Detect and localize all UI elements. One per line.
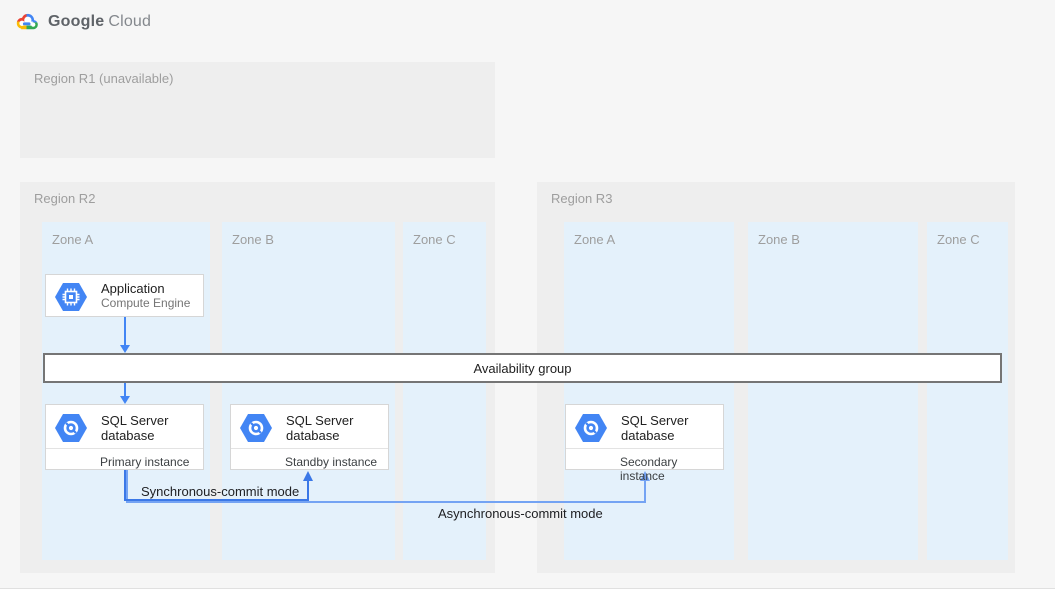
zone-label: Zone B [758, 232, 800, 247]
sql-server-icon [240, 414, 272, 442]
region-r3-zone-c: Zone C [927, 222, 1008, 560]
brand-google: Google [48, 12, 105, 30]
zone-label: Zone C [937, 232, 980, 247]
google-cloud-icon [16, 13, 38, 30]
sql-primary-instance-label: Primary instance [46, 448, 203, 469]
availability-group-bar: Availability group [43, 353, 1002, 383]
application-card: Application Compute Engine [45, 274, 204, 317]
application-subtitle: Compute Engine [101, 296, 191, 310]
region-r3-zone-b: Zone B [748, 222, 918, 560]
sql-secondary-card: SQL Server database Secondary instance [565, 404, 724, 483]
sql-standby-title: SQL Server database [286, 413, 354, 443]
brand-cloud: Cloud [108, 12, 152, 30]
region-r1: Region R1 (unavailable) [20, 62, 495, 158]
zone-label: Zone A [52, 232, 94, 247]
compute-engine-icon [55, 283, 87, 311]
zone-label: Zone A [574, 232, 616, 247]
zone-label: Zone C [413, 232, 456, 247]
sql-primary-title: SQL Server database [101, 413, 169, 443]
region-r2-label: Region R2 [34, 191, 96, 206]
sql-secondary-title: SQL Server database [621, 413, 689, 443]
sql-standby-card: SQL Server database Standby instance [230, 404, 389, 470]
zone-label: Zone B [232, 232, 274, 247]
region-r2-zone-a: Zone A [42, 222, 210, 560]
sql-primary-card: SQL Server database Primary instance [45, 404, 204, 470]
region-r2-zone-c: Zone C [403, 222, 486, 560]
region-r3-zone-a: Zone A [564, 222, 734, 560]
region-r3-label: Region R3 [551, 191, 613, 206]
application-title: Application [101, 281, 165, 296]
sync-commit-label: Synchronous-commit mode [141, 484, 300, 499]
sql-server-icon [55, 414, 87, 442]
sql-secondary-instance-label: Secondary instance [566, 448, 723, 483]
sql-standby-instance-label: Standby instance [231, 448, 388, 469]
sql-server-icon [575, 414, 607, 442]
async-commit-label: Asynchronous-commit mode [438, 506, 603, 521]
availability-group-label: Availability group [473, 360, 572, 376]
region-r2-zone-b: Zone B [222, 222, 395, 560]
region-r1-label: Region R1 (unavailable) [34, 71, 174, 86]
